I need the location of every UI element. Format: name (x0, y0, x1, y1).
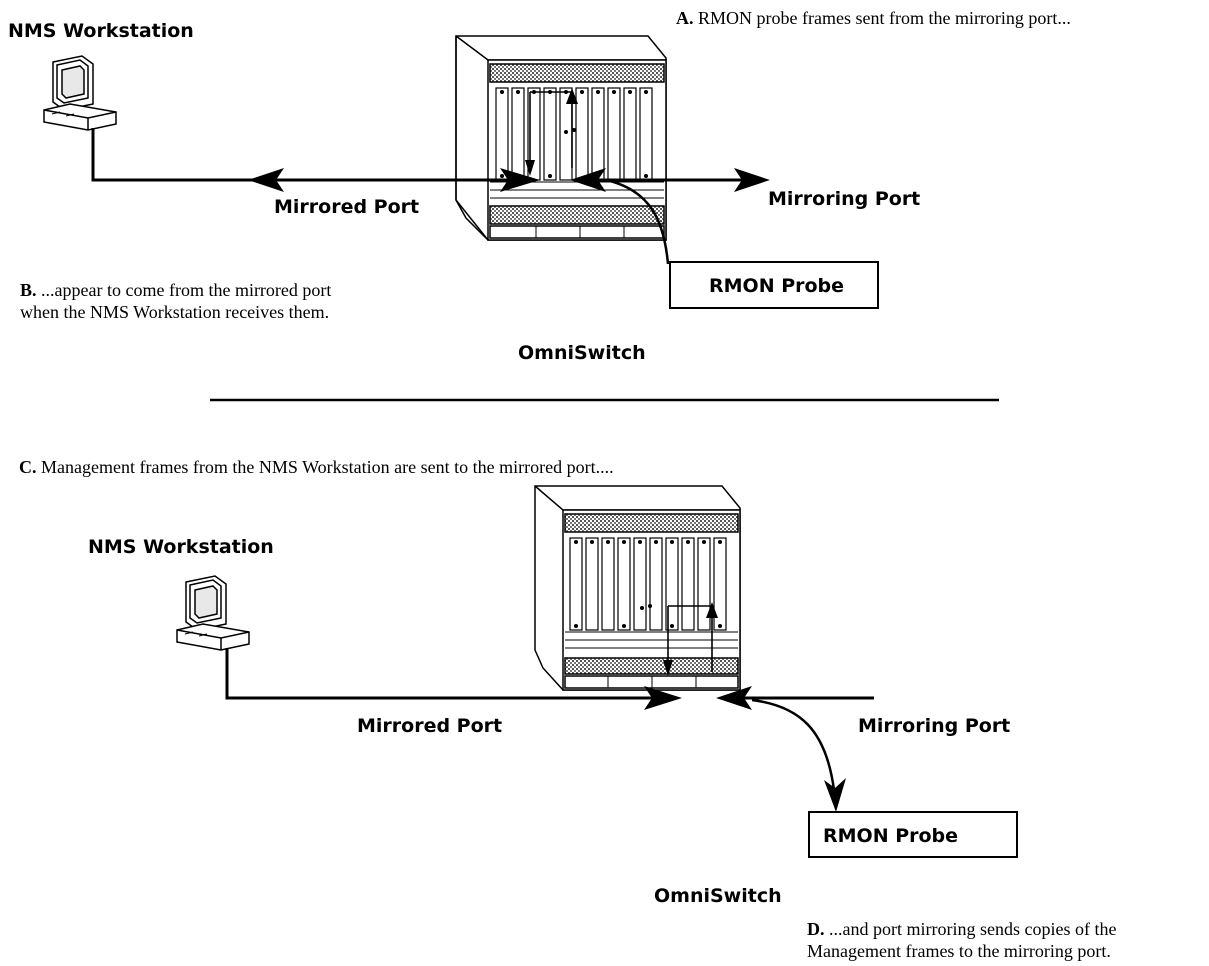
top-workstation-icon (43, 55, 117, 131)
note-b-letter: B. (20, 280, 37, 300)
bottom-rmon-probe-link (751, 698, 846, 812)
bottom-diagram: C. Management frames from the NMS Workst… (19, 457, 1116, 961)
top-note-a: A. RMON probe frames sent from the mirro… (676, 8, 1071, 28)
top-note-b-line1: B. ...appear to come from the mirrored p… (20, 280, 331, 300)
bottom-internal-frame-path (663, 602, 718, 676)
top-rmon-probe-link (605, 178, 670, 265)
top-mirroring-cable (570, 168, 770, 192)
note-c-text: Management frames from the NMS Workstati… (37, 457, 614, 477)
note-b-text: ...appear to come from the mirrored port (37, 280, 332, 300)
top-note-b-line2: when the NMS Workstation receives them. (20, 302, 329, 322)
note-a-letter: A. (676, 8, 694, 28)
note-a-text: RMON probe frames sent from the mirrorin… (694, 8, 1071, 28)
top-mirroring-port-label: Mirroring Port (768, 188, 920, 210)
note-d-letter: D. (807, 919, 825, 939)
bottom-note-d-line2: Management frames to the mirroring port. (807, 941, 1111, 961)
bottom-mirroring-cable (716, 686, 874, 710)
bottom-nms-cable (225, 648, 682, 710)
bottom-omniswitch-chassis (534, 485, 741, 691)
bottom-omniswitch-label: OmniSwitch (654, 885, 782, 907)
top-mirrored-port-label: Mirrored Port (274, 196, 419, 218)
note-d-text: ...and port mirroring sends copies of th… (825, 919, 1117, 939)
bottom-note-c: C. Management frames from the NMS Workst… (19, 457, 614, 477)
bottom-mirroring-port-label: Mirroring Port (858, 715, 1010, 737)
bottom-note-d-line1: D. ...and port mirroring sends copies of… (807, 919, 1116, 939)
note-c-letter: C. (19, 457, 37, 477)
top-nms-cable (91, 128, 540, 192)
bottom-workstation-icon (176, 575, 250, 651)
top-omniswitch-label: OmniSwitch (518, 342, 646, 364)
bottom-nms-workstation-label: NMS Workstation (88, 536, 274, 558)
top-nms-workstation-label: NMS Workstation (8, 20, 194, 42)
bottom-mirrored-port-label: Mirrored Port (357, 715, 502, 737)
top-rmon-probe-label: RMON Probe (709, 275, 844, 297)
top-omniswitch-chassis (455, 35, 667, 241)
top-diagram: NMS Workstation (8, 8, 1071, 364)
top-rmon-probe-box (669, 261, 879, 309)
bottom-rmon-probe-label: RMON Probe (823, 825, 958, 847)
top-internal-frame-path (525, 88, 578, 176)
bottom-rmon-probe-box (808, 811, 1018, 858)
